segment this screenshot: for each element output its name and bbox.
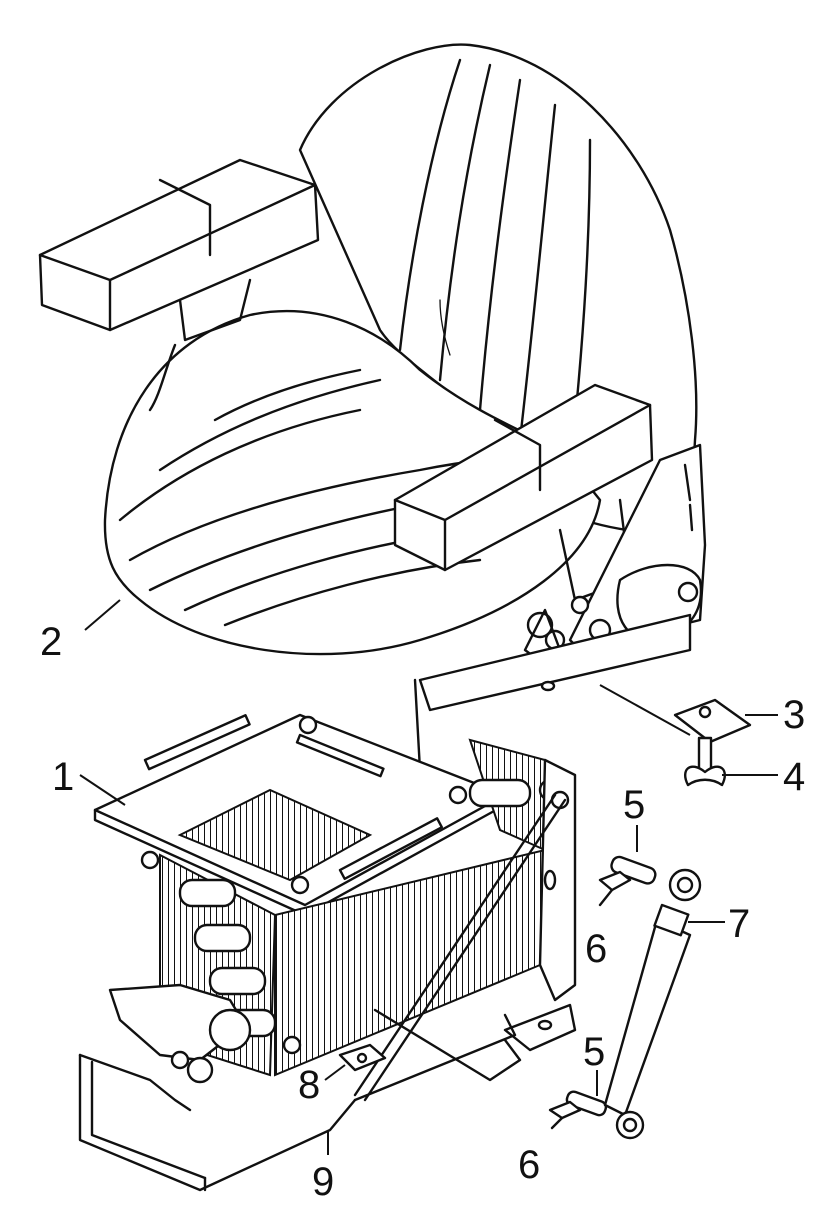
shock-absorber [603, 868, 702, 1140]
callout-2: 2 [40, 620, 62, 664]
pin-lower [548, 1090, 608, 1130]
callout-1: 1 [52, 755, 74, 799]
callout-6-upper: 6 [585, 927, 607, 971]
callout-5-lower: 5 [583, 1030, 605, 1074]
callout-8: 8 [298, 1063, 320, 1107]
side-frame [538, 758, 577, 1002]
small-bracket [338, 1043, 387, 1072]
suspension-base [93, 713, 577, 1102]
callouts: 1 2 3 4 5 6 7 5 8 6 9 [40, 599, 805, 1204]
callout-6-lower: 6 [518, 1143, 540, 1187]
floor-frame [78, 1008, 522, 1192]
callout-5-upper: 5 [623, 783, 645, 827]
slide-rail [418, 613, 692, 712]
clamp-plate [673, 698, 752, 744]
callout-4: 4 [783, 755, 805, 799]
callout-3: 3 [783, 693, 805, 737]
callout-7: 7 [728, 902, 750, 946]
left-armrest [38, 158, 320, 412]
plate-studs [140, 715, 468, 895]
seat-assembly [38, 43, 707, 772]
wing-bolt [683, 736, 727, 787]
pin-upper [598, 855, 657, 907]
callout-9: 9 [312, 1160, 334, 1204]
